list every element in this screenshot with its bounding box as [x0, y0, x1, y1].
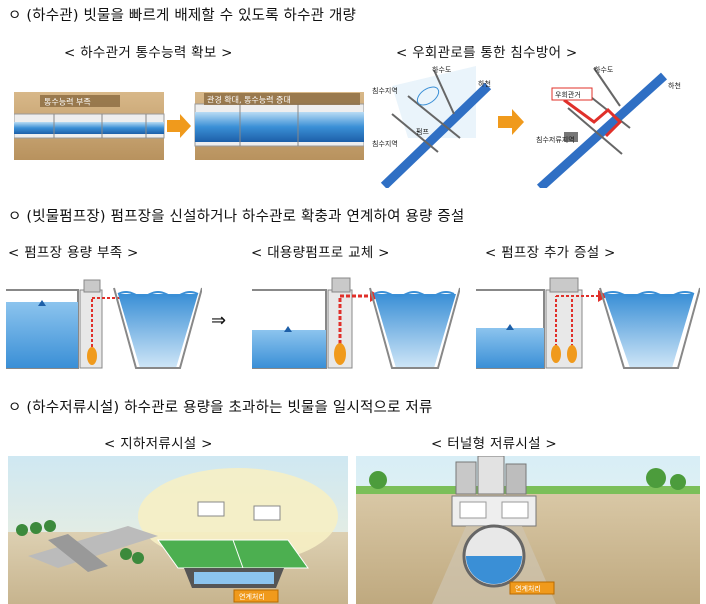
pump-icon: [87, 347, 97, 365]
panel-pump-replace-caption: < 대용량펌프로 교체 >: [251, 245, 390, 261]
panel-tunnel-caption: < 터널형 저류시설 >: [431, 436, 558, 452]
bypass-line: [563, 98, 623, 138]
label-before: 통수능력 부족: [44, 97, 91, 107]
tunnel-water: [466, 556, 522, 584]
label-road2: 하수도: [594, 66, 614, 74]
label-after: 관경 확대, 통수능력 증대: [207, 95, 291, 105]
label-river: 하천: [478, 79, 491, 88]
building-2: [477, 456, 505, 495]
road: [28, 526, 158, 568]
label-zone: 침수지역: [372, 86, 398, 95]
building-1: [455, 461, 477, 495]
water-before: [14, 122, 164, 134]
pump-panel-3: [476, 277, 700, 369]
label-zone3: 침수저류지역: [536, 135, 575, 144]
section-3-heading: ㅇ (하수저류시설) 하수관로 용량을 초과하는 빗물을 일시적으로 저류: [8, 400, 433, 416]
panel-bypass-caption: < 우회관로를 통한 침수방어 >: [396, 45, 578, 61]
tank-water-2: [252, 330, 326, 368]
label-bypass: 우회관거: [555, 90, 581, 99]
building-3: [505, 463, 527, 495]
pump-panel-2: [252, 277, 460, 369]
pump-panel-1: [6, 279, 202, 369]
river-right: [536, 72, 668, 188]
river-basin: [118, 294, 198, 368]
river-left: [380, 82, 492, 188]
river-basin-2: [374, 294, 456, 368]
panel-pump-shortage-caption: < 펌프장 용량 부족 >: [8, 245, 139, 261]
orange-arrow: [167, 114, 191, 138]
orange-arrow-2: [498, 109, 524, 135]
pump-icon-b: [567, 345, 577, 363]
tank-water-3: [476, 328, 544, 368]
tag-linked-1: 연계처리: [239, 592, 265, 601]
label-road: 하수도: [432, 66, 452, 74]
bypass-illustration: 침수지역 침수지역 하수도 하천 펌프 우회관거 하수도 침수저류지역 하천: [368, 66, 700, 188]
underground-storage-illustration: 연계처리: [8, 456, 348, 604]
sports-field: [157, 539, 309, 569]
label-pump: 펌프: [416, 127, 429, 136]
section-2-heading: ㅇ (빗물펌프장) 펌프장을 신설하거나 하수관로 확충과 연계하여 용량 증설: [8, 209, 465, 225]
section-1-heading: ㅇ (하수관) 빗물을 빠르게 배제할 수 있도록 하수관 개량: [8, 8, 357, 24]
transition-arrow: ⇒: [211, 310, 227, 331]
panel-pipe-capacity-caption: < 하수관거 통수능력 확보 >: [64, 45, 233, 61]
label-river2: 하천: [668, 81, 681, 90]
panel-underground-caption: < 지하저류시설 >: [104, 436, 213, 452]
tag-linked-2: 연계처리: [515, 584, 541, 593]
pump-icon-a: [551, 345, 561, 363]
tunnel-storage-illustration: 연계처리: [356, 456, 700, 604]
tank-water: [6, 302, 78, 368]
pipe-capacity-illustration: 통수능력 부족 관경 확대, 통수능력 증대: [14, 92, 364, 160]
water-after: [195, 112, 364, 142]
panel-pump-add-caption: < 펌프장 추가 증설 >: [485, 245, 616, 261]
label-zone2: 침수지역: [372, 139, 398, 148]
pump-icon-large: [334, 343, 346, 365]
river-basin-3: [604, 294, 694, 368]
